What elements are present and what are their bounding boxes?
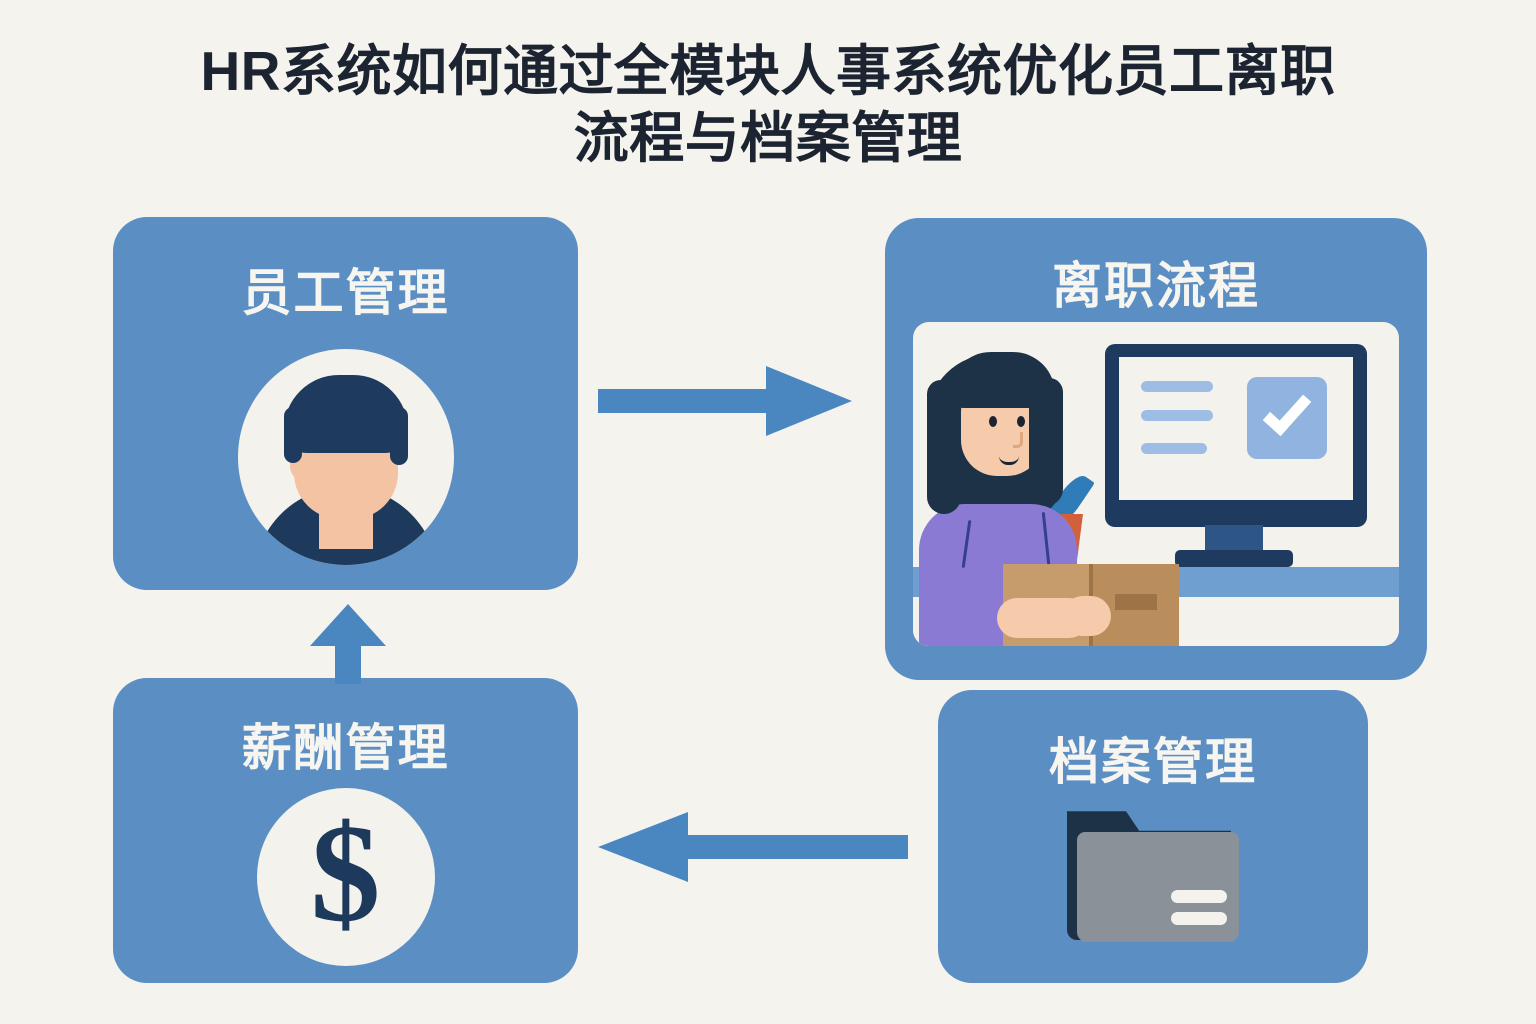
arrow-employee-to-offboard — [598, 362, 852, 440]
person-hair-left — [927, 380, 961, 514]
dollar-coin-icon: $ — [256, 788, 435, 966]
screen-text-line — [1141, 443, 1207, 454]
card-archive-management-label: 档案管理 — [1049, 734, 1257, 790]
screen-text-line — [1141, 410, 1213, 421]
user-avatar-icon — [237, 349, 454, 565]
card-archive-management[interactable]: 档案管理 — [938, 690, 1368, 983]
person-nose — [1013, 432, 1023, 448]
checkmark-tile — [1247, 377, 1327, 459]
avatar-hair-right — [389, 407, 408, 465]
card-offboarding-process[interactable]: 离职流程 — [885, 218, 1427, 680]
arrow-archive-to-payroll — [598, 808, 908, 886]
cardboard-box-label — [1115, 594, 1157, 610]
avatar-hair-left — [283, 407, 302, 463]
folder-icon — [1067, 800, 1239, 946]
folder-line — [1171, 890, 1227, 903]
person-mouth — [999, 456, 1019, 465]
folder-line — [1171, 912, 1227, 925]
monitor-stand-base — [1175, 550, 1293, 567]
offboarding-illustration — [913, 322, 1399, 646]
card-offboarding-process-label: 离职流程 — [1052, 258, 1260, 314]
monitor-icon — [1105, 344, 1367, 527]
dollar-sign-glyph: $ — [310, 796, 381, 951]
folder-front — [1077, 832, 1239, 942]
monitor-screen — [1119, 357, 1353, 500]
card-employee-management-label: 员工管理 — [241, 265, 450, 321]
person-hair-right — [1029, 378, 1063, 506]
screen-text-line — [1141, 381, 1213, 392]
avatar-hair — [283, 375, 408, 453]
person-eye — [989, 416, 997, 427]
card-payroll-management[interactable]: 薪酬管理 $ — [113, 678, 578, 983]
check-icon — [1262, 385, 1312, 437]
person-eye — [1017, 416, 1025, 427]
card-payroll-management-label: 薪酬管理 — [241, 720, 450, 776]
page-title: HR系统如何通过全模块人事系统优化员工离职 流程与档案管理 — [200, 40, 1336, 170]
person-hand — [1063, 596, 1111, 636]
arrow-payroll-to-employee — [308, 604, 388, 684]
card-employee-management[interactable]: 员工管理 — [113, 217, 578, 590]
